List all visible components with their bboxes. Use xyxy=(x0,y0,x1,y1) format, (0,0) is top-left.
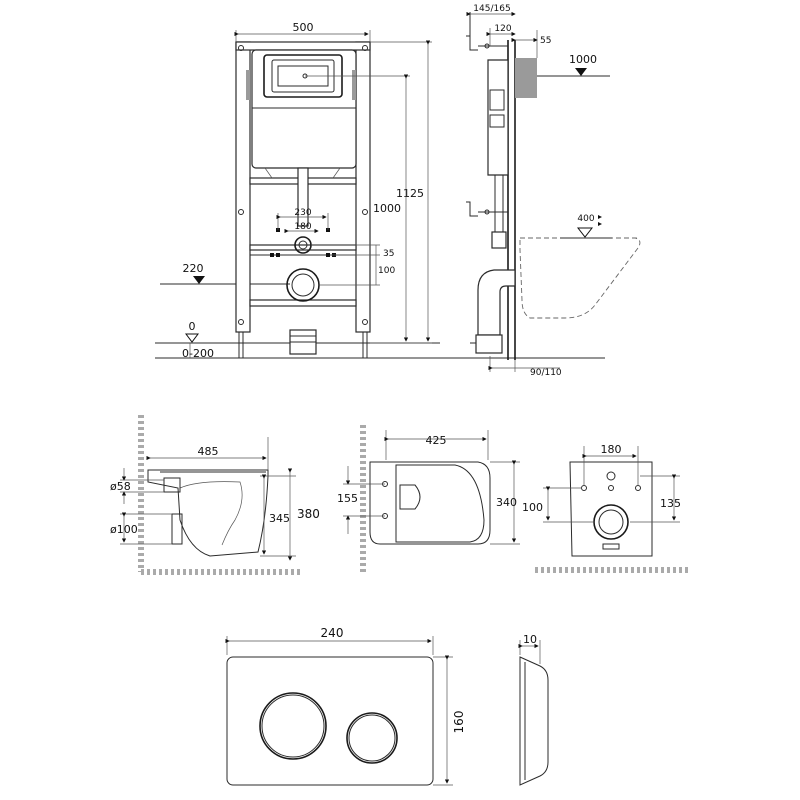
flush-plate-view: 240 160 10 xyxy=(225,626,549,786)
dim-500: 500 xyxy=(293,21,314,34)
bowl-back-view: 180 100 135 xyxy=(522,443,690,573)
level-0: 0 xyxy=(189,320,196,333)
dim-plate-240: 240 xyxy=(321,626,344,640)
right-upright xyxy=(355,41,371,333)
dim-90-110: 90/110 xyxy=(530,368,562,378)
level-400-marker xyxy=(576,227,594,238)
flush-button-large xyxy=(259,692,327,760)
dim-d100: ø100 xyxy=(110,523,138,536)
drain-bend xyxy=(477,269,516,336)
dim-35: 35 xyxy=(383,249,394,259)
dim-485: 485 xyxy=(198,445,219,458)
bowl-outline xyxy=(519,237,641,319)
cistern-side xyxy=(487,59,509,176)
dim-145-165: 145/165 xyxy=(473,4,510,14)
dim-back-180: 180 xyxy=(601,443,622,456)
bowl-top-outline xyxy=(369,461,491,545)
dim-345: 345 xyxy=(269,512,290,525)
level-220-marker xyxy=(193,276,205,284)
level-400: 400 xyxy=(577,214,594,224)
dim-100: 100 xyxy=(378,266,395,276)
dim-plate-10: 10 xyxy=(523,633,537,646)
flush-plate-depth xyxy=(515,58,537,98)
dim-120: 120 xyxy=(494,24,511,34)
dim-340: 340 xyxy=(496,496,517,509)
outlet-100 xyxy=(171,513,183,545)
bowl-side-outline xyxy=(147,469,269,557)
bowl-side-view: 485 ø58 ø100 345 380 xyxy=(110,415,320,575)
dim-180: 180 xyxy=(294,222,311,232)
dim-1000: 1000 xyxy=(373,202,401,215)
dim-425: 425 xyxy=(426,434,447,447)
frame-side-view: 145/165 120 55 1000 400 90/110 xyxy=(466,4,641,378)
dim-back-100: 100 xyxy=(522,501,543,514)
dim-1125: 1125 xyxy=(396,187,424,200)
flush-button-small xyxy=(346,712,398,764)
level-1000: 1000 xyxy=(569,53,597,66)
dim-55: 55 xyxy=(540,36,551,46)
level-1000-marker xyxy=(575,68,587,76)
level-0-marker xyxy=(185,333,199,343)
dim-back-135: 135 xyxy=(660,497,681,510)
dim-plate-160: 160 xyxy=(452,711,466,734)
frame-front-view: 500 1125 1000 230 180 35 100 220 0 0-200 xyxy=(155,21,605,360)
cistern xyxy=(251,49,357,169)
bowl-top-view: 425 155 340 xyxy=(337,425,520,572)
dim-230: 230 xyxy=(294,208,311,218)
flush-plate-profile xyxy=(519,656,549,786)
dim-d58: ø58 xyxy=(110,480,131,493)
level-220: 220 xyxy=(183,262,204,275)
level-0-200: 0-200 xyxy=(182,347,214,360)
dim-380: 380 xyxy=(297,507,320,521)
inlet-58 xyxy=(163,477,181,493)
bowl-seat-hinge xyxy=(399,484,421,510)
bowl-back-outline xyxy=(569,461,653,557)
dim-155: 155 xyxy=(337,492,358,505)
flush-plate xyxy=(226,656,434,786)
